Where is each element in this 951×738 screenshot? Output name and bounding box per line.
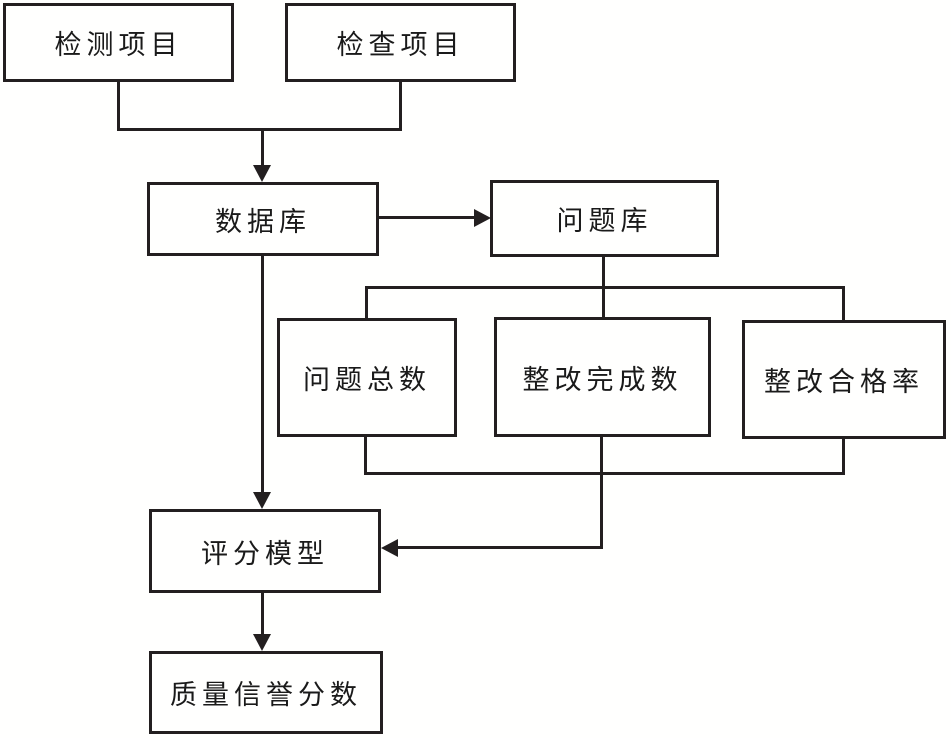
node-quality-reputation-score: 质量信誉分数	[149, 651, 383, 734]
connector-database-to-scoring-model	[261, 256, 264, 493]
connector-drop-to-total-problems	[365, 289, 368, 318]
connector-inspection-drop	[399, 82, 402, 131]
arrowhead-into-problem-library	[474, 209, 491, 227]
node-detection-project-label: 检测项目	[54, 30, 183, 60]
node-total-problems: 问题总数	[277, 318, 457, 437]
node-scoring-model-label: 评分模型	[201, 538, 329, 569]
node-rectification-pass-rate-label: 整改合格率	[764, 367, 924, 397]
arrowhead-into-quality-score	[253, 634, 271, 651]
node-problem-library-label: 问题库	[556, 206, 653, 236]
node-rectification-completed-label: 整改完成数	[522, 364, 683, 395]
connector-top-merge-horizontal	[117, 128, 402, 131]
arrowhead-into-scoring-model-right	[381, 539, 398, 557]
connector-scoring-model-to-quality	[261, 593, 264, 635]
connector-drop-to-pass-rate	[842, 289, 845, 320]
connector-metrics-to-scoring-model	[398, 546, 603, 549]
node-total-problems-label: 问题总数	[303, 365, 431, 395]
node-inspection-project: 检查项目	[285, 3, 516, 82]
node-rectification-pass-rate: 整改合格率	[742, 320, 946, 439]
connector-pass-rate-drop	[842, 439, 845, 475]
node-rectification-completed: 整改完成数	[494, 317, 711, 437]
node-database-label: 数据库	[215, 206, 311, 237]
node-scoring-model: 评分模型	[149, 509, 381, 593]
node-quality-reputation-score-label: 质量信誉分数	[170, 680, 362, 710]
node-database: 数据库	[147, 182, 379, 256]
connector-completed-drop-long	[600, 437, 603, 549]
connector-detection-drop	[117, 81, 120, 131]
connector-total-problems-drop	[364, 437, 367, 475]
arrowhead-into-database	[253, 165, 271, 182]
node-inspection-project-label: 检查项目	[336, 30, 465, 60]
connector-metrics-collector-bottom	[364, 472, 845, 475]
connector-metrics-collector-top	[365, 286, 845, 289]
connector-database-to-problemlib	[379, 216, 474, 219]
arrowhead-into-scoring-model-top	[253, 492, 271, 509]
node-problem-library: 问题库	[490, 180, 719, 257]
node-detection-project: 检测项目	[3, 3, 234, 82]
connector-merge-to-database	[261, 131, 264, 166]
